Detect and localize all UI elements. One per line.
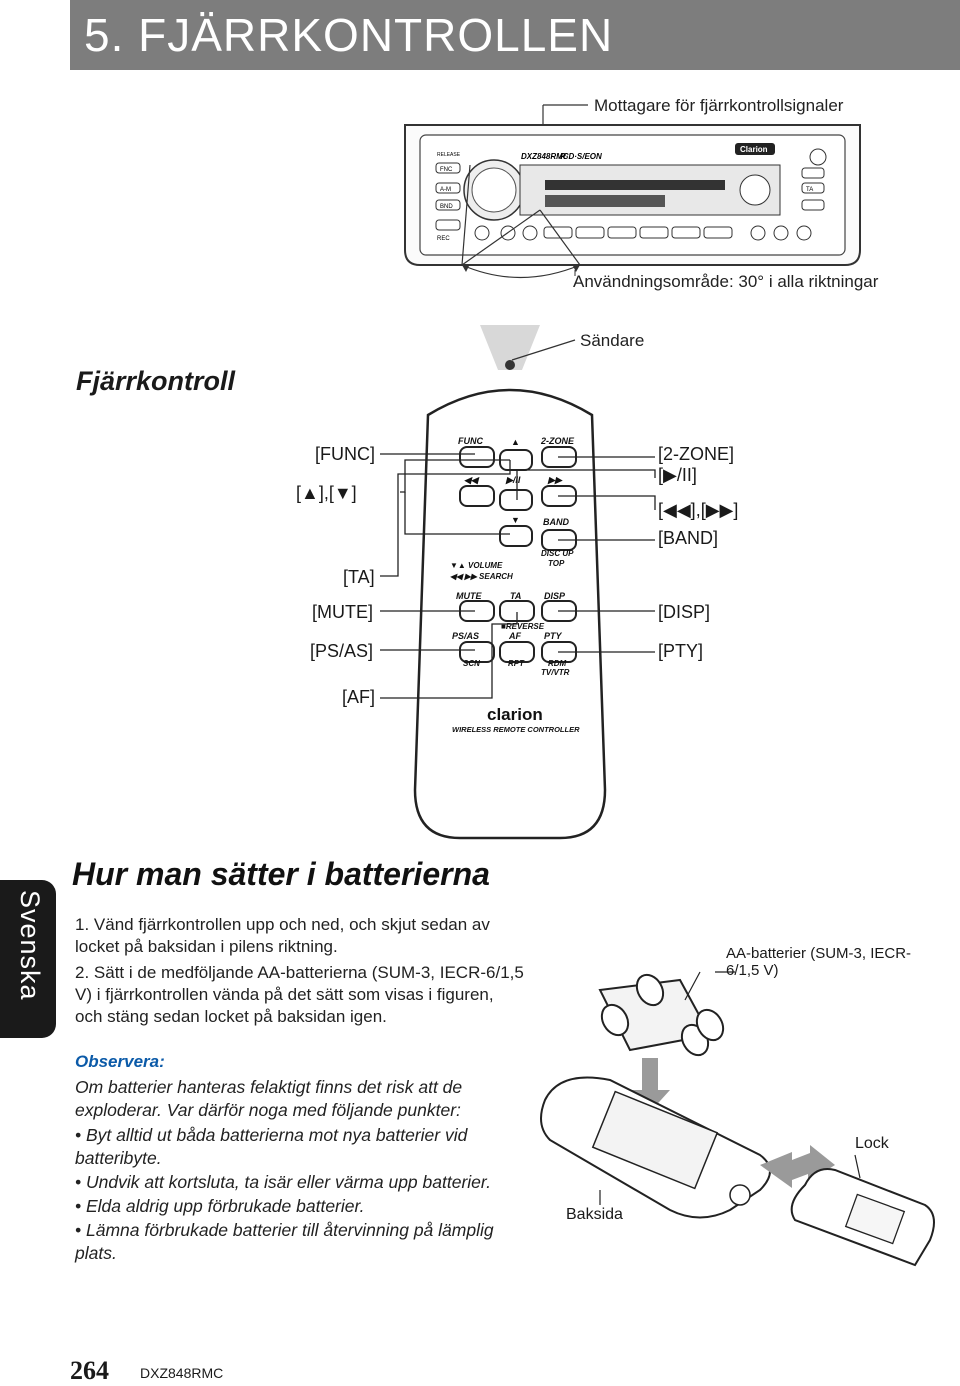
back-label: Baksida <box>566 1206 623 1223</box>
step-2: 2. Sätt i de medföljande AA-batterierna … <box>75 963 524 1026</box>
label-mute: [MUTE] <box>312 602 373 622</box>
label-func: [FUNC] <box>315 444 375 464</box>
footer-model: DXZ848RMC <box>140 1365 224 1381</box>
svg-text:R·D·S/EON: R·D·S/EON <box>560 152 602 161</box>
svg-text:■REVERSE: ■REVERSE <box>501 622 545 631</box>
slide-arrow <box>760 1145 835 1188</box>
lid-label: Lock <box>855 1135 889 1152</box>
svg-text:TOP: TOP <box>548 559 565 568</box>
svg-text:clarion: clarion <box>487 705 543 724</box>
af-key <box>499 641 535 663</box>
svg-text:TV/VTR: TV/VTR <box>541 668 570 677</box>
page-title: 5. FJÄRRKONTROLLEN <box>84 9 614 61</box>
svg-text:AF: AF <box>508 631 521 641</box>
svg-text:▼: ▼ <box>511 515 520 525</box>
svg-text:Clarion: Clarion <box>740 145 768 154</box>
svg-text:▶▶: ▶▶ <box>547 475 563 485</box>
head-unit-figure: RELEASE FNC A-M BND REC DXZ848RMC R·D·S/… <box>404 104 861 279</box>
svg-text:FNC: FNC <box>440 167 453 173</box>
svg-text:RELEASE: RELEASE <box>437 152 461 158</box>
ps-as-key <box>459 641 495 663</box>
label-search: [◀◀],[▶▶] <box>658 500 739 520</box>
svg-text:▲: ▲ <box>511 437 520 447</box>
svg-text:DISP: DISP <box>544 591 566 601</box>
label-disp: [DISP] <box>658 602 711 622</box>
label-play-pause: [▶/II] <box>658 465 697 485</box>
page-number: 264 <box>70 1356 109 1385</box>
svg-text:REC: REC <box>437 236 450 242</box>
svg-text:DISC UP: DISC UP <box>541 549 574 558</box>
svg-text:FUNC: FUNC <box>458 436 483 446</box>
svg-text:DXZ848RMC: DXZ848RMC <box>521 152 569 161</box>
label-ta: [TA] <box>343 567 375 587</box>
svg-text:SCN: SCN <box>463 659 480 668</box>
svg-text:RDM: RDM <box>548 659 567 668</box>
label-band: [BAND] <box>658 528 719 548</box>
svg-text:WIRELESS REMOTE CONTROLLER: WIRELESS REMOTE CONTROLLER <box>452 725 580 734</box>
batteries-label: AA-batterier (SUM-3, IECR-6/1,5 V) <box>726 945 912 979</box>
language-tab: Svenska <box>0 880 56 1038</box>
svg-text:PTY: PTY <box>544 631 563 641</box>
note-title: Observera: <box>75 1052 165 1071</box>
label-pty: [PTY] <box>658 641 704 661</box>
svg-text:PS/AS: PS/AS <box>452 631 479 641</box>
svg-text:RPT: RPT <box>508 659 525 668</box>
svg-text:▶/II: ▶/II <box>505 475 521 485</box>
svg-text:▼▲ VOLUME: ▼▲ VOLUME <box>450 561 503 570</box>
label-up-down: [▲],[▼] <box>296 483 357 503</box>
svg-text:A-M: A-M <box>440 187 451 193</box>
rewind-key <box>459 485 495 507</box>
remote-figure: FUNC 2-ZONE ▲ ◀◀ ▶/II ▶▶ ▼ BAND DISC UP … <box>380 325 656 840</box>
bullet-3: • Elda aldrig upp förbrukade batterier. <box>75 1196 365 1216</box>
note-text: Om batterier hanteras felaktigt finns de… <box>75 1077 463 1120</box>
transmitter-label: Sändare <box>580 331 645 350</box>
label-af: [AF] <box>342 687 376 707</box>
svg-text:TA: TA <box>806 187 813 193</box>
svg-text:BAND: BAND <box>543 517 569 527</box>
title-bar <box>70 0 960 70</box>
range-label: Användningsområde: 30° i alla riktningar <box>573 272 879 291</box>
aa-batteries <box>598 973 725 1057</box>
func-key <box>459 446 495 468</box>
receiver-label: Mottagare för fjärrkontrollsignaler <box>594 96 844 115</box>
play-pause-key <box>499 489 533 511</box>
step-1: 1. Vänd fjärrkontrollen upp och ned, och… <box>75 915 490 956</box>
remote-title: Fjärrkontroll <box>76 366 236 396</box>
bullet-1: • Byt alltid ut båda batterierna mot nya… <box>75 1125 468 1168</box>
svg-text:2-ZONE: 2-ZONE <box>540 436 575 446</box>
battery-section-title: Hur man sätter i batterierna <box>72 856 490 892</box>
bullet-2: • Undvik att kortsluta, ta isär eller vä… <box>75 1172 491 1192</box>
svg-text:MUTE: MUTE <box>456 591 482 601</box>
svg-text:BND: BND <box>440 204 453 210</box>
label-two-zone: [2-ZONE] <box>658 444 735 464</box>
svg-text:◀◀: ◀◀ <box>464 475 480 485</box>
down-key <box>499 525 533 547</box>
language-tab-label: Svenska <box>15 890 45 1001</box>
battery-figure <box>540 971 935 1267</box>
bullet-4: • Lämna förbrukade batterier till återvi… <box>75 1220 494 1263</box>
svg-text:◀◀ ▶▶ SEARCH: ◀◀ ▶▶ SEARCH <box>450 572 513 581</box>
label-ps-as: [PS/AS] <box>310 641 374 661</box>
transmitter-beam <box>480 325 540 370</box>
svg-text:TA: TA <box>510 591 521 601</box>
